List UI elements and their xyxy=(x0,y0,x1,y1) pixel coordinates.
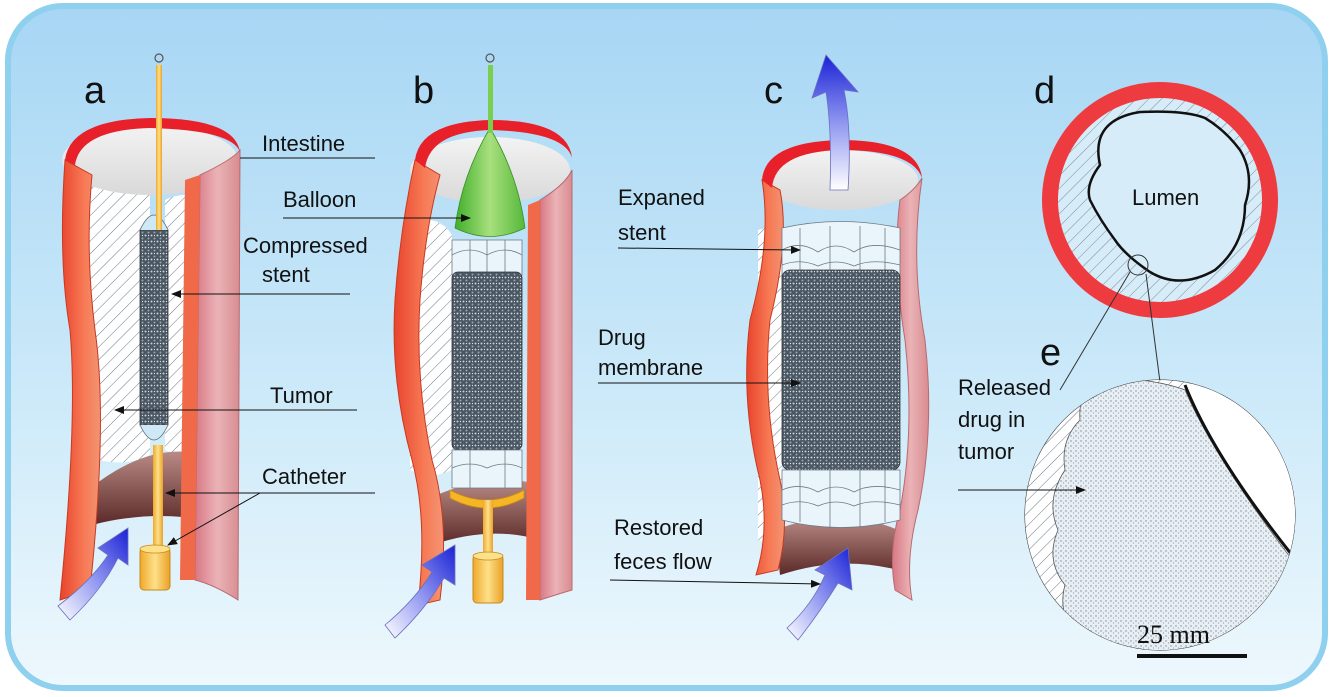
drug-membrane-c xyxy=(782,270,900,470)
catheter-handle-b xyxy=(473,555,503,603)
label-restored-flow-2: feces flow xyxy=(614,549,712,574)
label-tumor: Tumor xyxy=(270,383,333,408)
label-expanded-stent-1: Expaned xyxy=(618,185,705,210)
intestine-wall-right-b xyxy=(540,170,572,600)
compressed-stent xyxy=(140,230,168,425)
catheter-top xyxy=(156,65,162,230)
label-catheter: Catheter xyxy=(262,464,346,489)
label-balloon: Balloon xyxy=(283,187,356,212)
label-drug-membrane-1: Drug xyxy=(598,325,646,350)
catheter-handle xyxy=(140,548,170,590)
label-compressed-stent-1: Compressed xyxy=(243,233,368,258)
scale-bar-label: 25 mm xyxy=(1137,620,1210,649)
label-released-drug-3: tumor xyxy=(958,439,1014,464)
drug-membrane-b xyxy=(452,272,522,450)
panel-letter-e: e xyxy=(1040,332,1061,374)
label-released-drug-2: drug in xyxy=(958,407,1025,432)
intestine-wall-right xyxy=(195,150,240,600)
scale-bar-line xyxy=(1137,654,1247,658)
label-restored-flow-1: Restored xyxy=(614,515,703,540)
label-lumen: Lumen xyxy=(1132,185,1199,210)
panel-letter-d: d xyxy=(1034,70,1055,112)
label-drug-membrane-2: membrane xyxy=(598,355,703,380)
panel-letter-b: b xyxy=(413,70,434,112)
catheter-shaft xyxy=(153,445,163,550)
label-released-drug-1: Released xyxy=(958,375,1051,400)
label-intestine: Intestine xyxy=(262,131,345,156)
balloon-catheter xyxy=(488,65,493,133)
panel-letter-c: c xyxy=(764,70,783,112)
label-compressed-stent-2: stent xyxy=(262,262,310,287)
label-expanded-stent-2: stent xyxy=(618,220,666,245)
panel-letter-a: a xyxy=(84,70,106,112)
